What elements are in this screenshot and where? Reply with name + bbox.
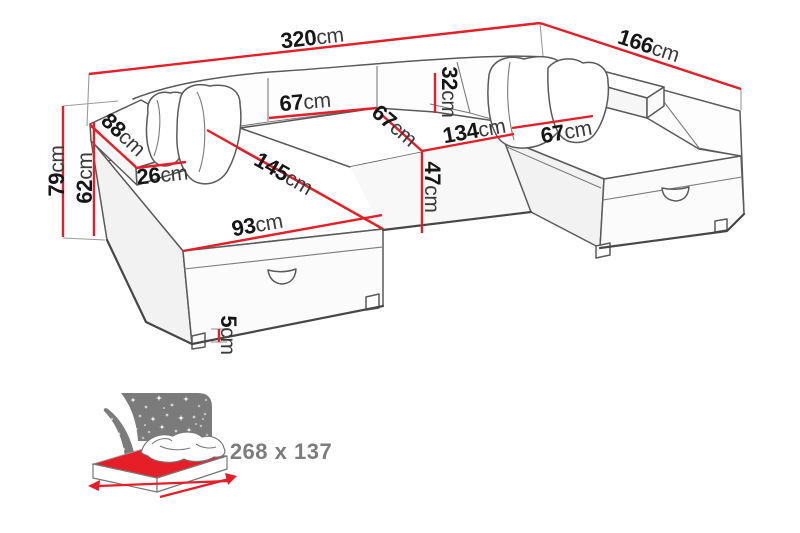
- dim-label-total-height: 79cm: [44, 145, 69, 196]
- dim-line-backrest-left-width: [268, 106, 378, 120]
- right-chaise-leg-front: [595, 242, 611, 259]
- right-armrest-end: [646, 86, 665, 119]
- bed-size-arrows: [88, 473, 237, 499]
- moon-swoosh: [103, 408, 135, 457]
- dim-line-right-chaise-width: [511, 114, 594, 130]
- left-chaise-handle: [267, 268, 297, 285]
- dim-label-total-depth-right: 166cm: [615, 24, 683, 67]
- dim-line-total-depth-right: [539, 21, 742, 91]
- dim-label-armrest-height: 62cm: [72, 152, 97, 203]
- sleep-function-icon: 268 x 137: [0, 393, 332, 499]
- arrow-width-head: [88, 480, 100, 491]
- dim-label-left-chaise-front-width: 93cm: [230, 208, 285, 242]
- middle-front-fill: [350, 133, 531, 230]
- arrow-width: [97, 479, 229, 488]
- dim-line-middle-seat-width: [421, 132, 515, 153]
- pillow-right-front-fold: [507, 61, 515, 141]
- sleeping-area-size: 268 x 137: [230, 439, 332, 464]
- left-chaise-lid-seam: [183, 246, 384, 270]
- dim-label-backrest-left-width: 67cm: [278, 87, 331, 116]
- dim-label-armrest-width: 26cm: [135, 159, 189, 189]
- right-chaise-handle: [661, 186, 690, 202]
- pillows: [145, 56, 610, 185]
- arrow-length: [159, 477, 230, 499]
- sofa-illustration: [89, 55, 746, 350]
- dim-label-middle-seat-width: 134cm: [441, 113, 508, 149]
- pillow-left-front-fold: [196, 91, 206, 173]
- dim-line-armrest-length: [89, 124, 137, 168]
- dimension-labels: 320cm 166cm 79cm 62cm 88cm 26cm 67cm 67c…: [44, 21, 683, 354]
- dim-line-middle-seat-depth: [381, 114, 423, 152]
- dimension-lines: [61, 21, 742, 342]
- right-chaise-left-seam: [506, 146, 602, 189]
- stars: [0, 395, 209, 451]
- arrow-length-head: [225, 473, 237, 485]
- backrest-outline: [132, 55, 745, 232]
- dim-label-backrest-height: 32cm: [437, 66, 462, 117]
- dim-line-total-width: [88, 21, 541, 76]
- dim-line-armrest-width: [135, 160, 187, 170]
- left-chaise-leg-mid: [365, 293, 380, 311]
- pillow-left-front: [176, 83, 242, 185]
- dim-line-left-chaise-front-width: [182, 213, 383, 253]
- bed-duvet-folds: [151, 438, 217, 451]
- dim-line-left-chaise-length: [206, 128, 384, 231]
- dim-label-seat-front-height: 47cm: [420, 161, 445, 212]
- dim-label-leg-height: 5cm: [216, 315, 241, 354]
- bed-duvet: [140, 431, 226, 463]
- dim-label-total-width: 320cm: [279, 21, 345, 53]
- pillow-left-back-fold: [153, 99, 161, 157]
- right-chaise-leg-back: [714, 218, 728, 233]
- dim-label-right-chaise-width: 67cm: [539, 115, 594, 149]
- floor-edges: [105, 210, 746, 346]
- right-chaise-lid-seam: [602, 176, 743, 201]
